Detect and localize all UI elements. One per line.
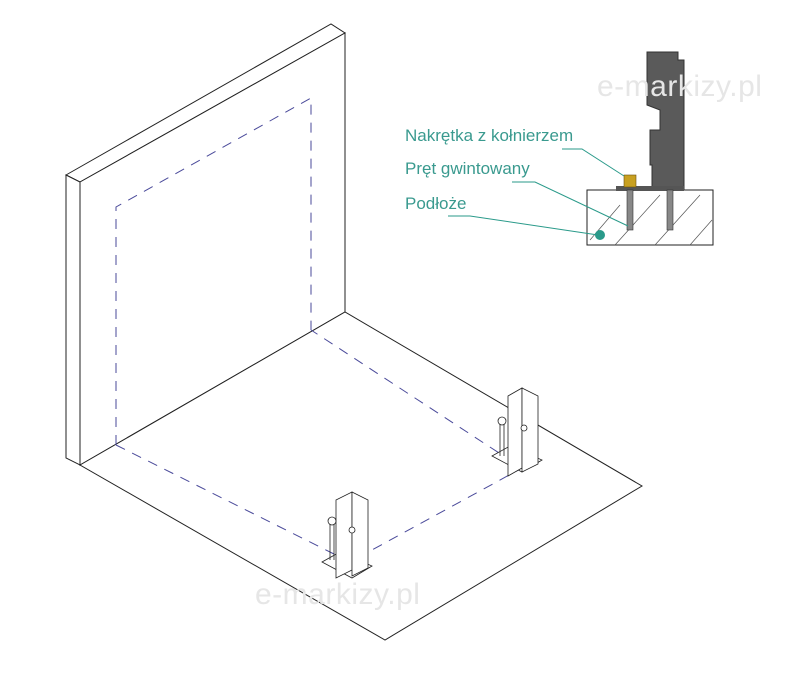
mounting-bracket-back bbox=[491, 387, 543, 477]
detail-section bbox=[448, 51, 714, 246]
label-flange-nut: Nakrętka z kołnierzem bbox=[405, 126, 574, 145]
substrate-block bbox=[586, 189, 714, 246]
bracket-section bbox=[646, 51, 685, 191]
watermark-bottom: e-markizy.pl bbox=[255, 578, 421, 611]
label-substrate: Podłoże bbox=[405, 194, 467, 213]
mounting-bracket-front bbox=[321, 491, 373, 579]
threaded-rod-2 bbox=[666, 189, 674, 231]
awning-outline-dashed bbox=[115, 97, 523, 563]
flange-nut bbox=[623, 174, 637, 188]
threaded-rod-1 bbox=[626, 189, 634, 231]
wall bbox=[64, 23, 346, 466]
floor bbox=[78, 311, 643, 641]
label-threaded-rod: Pręt gwintowany bbox=[405, 159, 530, 178]
watermark-top: e-markizy.pl bbox=[597, 70, 763, 103]
